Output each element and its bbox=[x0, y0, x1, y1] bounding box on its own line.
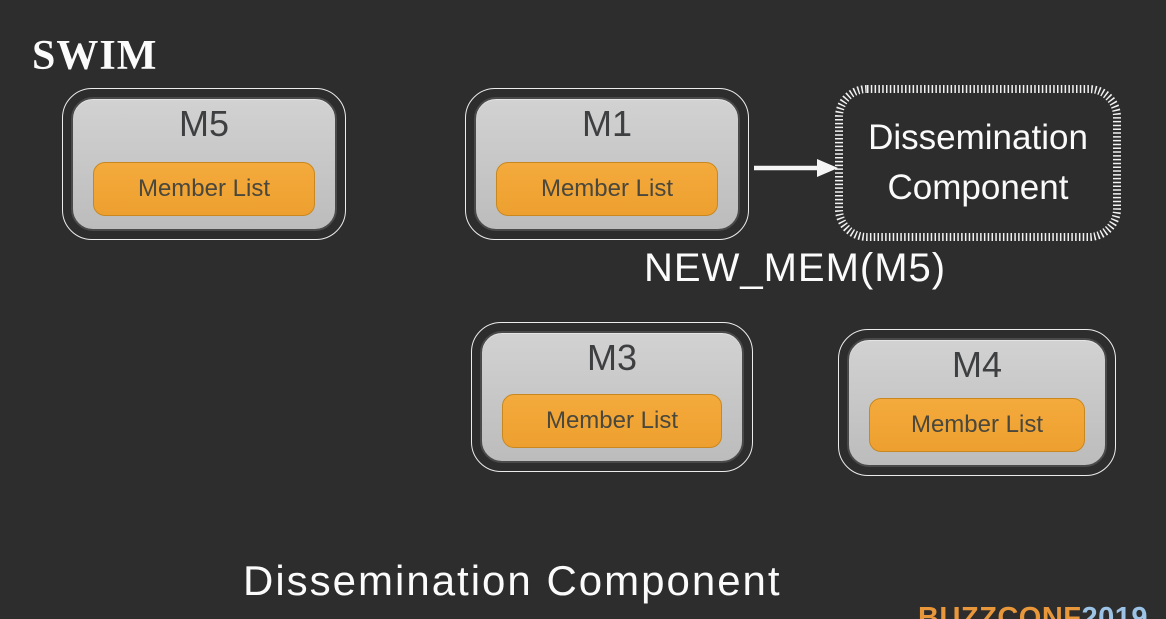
member-node-m5-label: M5 bbox=[178, 103, 229, 144]
dissemination-label-line2: Component bbox=[887, 168, 1069, 207]
arrow-m1-to-dissemination-icon bbox=[754, 159, 838, 177]
member-node-m4-label: M4 bbox=[951, 344, 1002, 385]
member-node-m3: M3 Member List bbox=[471, 322, 753, 472]
member-node-m5: M5 Member List bbox=[62, 88, 346, 240]
member-node-m3-body: M3 Member List bbox=[480, 331, 744, 463]
new-mem-event-label: NEW_MEM(M5) bbox=[644, 246, 947, 290]
slide-header: SWIM bbox=[32, 33, 158, 79]
dissemination-label-line1: Dissemination bbox=[868, 118, 1088, 158]
slide-title: Dissemination Component bbox=[243, 557, 782, 604]
member-node-m3-member-list-badge: Member List bbox=[502, 394, 722, 448]
member-node-m3-label: M3 bbox=[586, 337, 637, 378]
watermark-primary: BUZZCONF bbox=[918, 602, 1082, 619]
dissemination-component-node: Dissemination Component bbox=[834, 84, 1122, 242]
member-node-m5-body: M5 Member List bbox=[71, 97, 337, 231]
watermark-secondary: 2019 bbox=[1081, 602, 1148, 619]
member-node-m1-body: M1 Member List bbox=[474, 97, 740, 231]
member-node-m1-member-list-badge: Member List bbox=[496, 162, 718, 216]
member-node-m4-body: M4 Member List bbox=[847, 338, 1107, 467]
member-node-m5-member-list-badge: Member List bbox=[93, 162, 315, 216]
member-node-m1-label: M1 bbox=[581, 103, 632, 144]
watermark: BUZZCONF2019 bbox=[918, 604, 1148, 619]
dissemination-component-label: Dissemination Component bbox=[834, 84, 1122, 242]
member-node-m1: M1 Member List bbox=[465, 88, 749, 240]
member-node-m4-member-list-badge: Member List bbox=[869, 398, 1085, 452]
hatched-border-icon bbox=[835, 85, 1121, 241]
member-node-m4: M4 Member List bbox=[838, 329, 1116, 476]
